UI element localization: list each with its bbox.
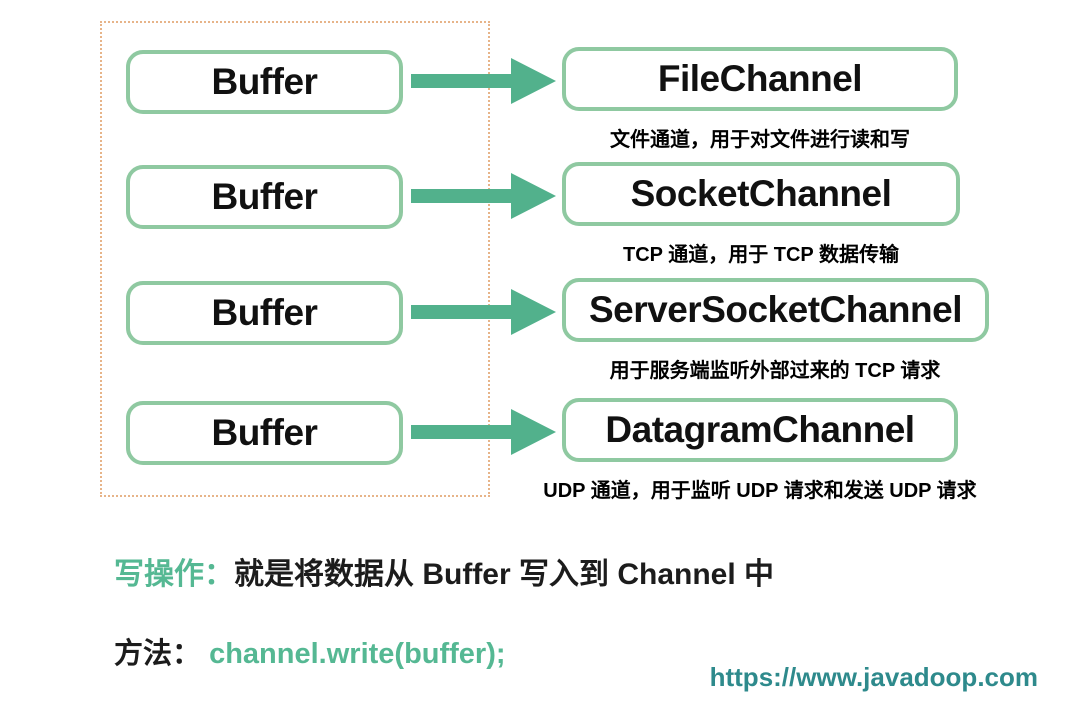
socketchannel-box: SocketChannel [562, 162, 960, 226]
right-arrow-icon [411, 289, 556, 335]
channel-label: SocketChannel [630, 173, 892, 214]
buffer-label: Buffer [211, 176, 318, 217]
buffer-box: Buffer [126, 165, 403, 229]
buffer-box: Buffer [126, 401, 403, 465]
channel-caption: 文件通道，用于对文件进行读和写 [610, 129, 910, 151]
buffer-label: Buffer [211, 292, 318, 333]
channel-caption: TCP 通道，用于 TCP 数据传输 [623, 244, 899, 266]
flow-row-serversocketchannel: Buffer ServerSocketChannel 用于服务端监听外部过来的 … [0, 278, 1084, 382]
right-arrow-icon [411, 173, 556, 219]
right-arrow-icon [411, 58, 556, 104]
serversocketchannel-box: ServerSocketChannel [562, 278, 989, 342]
filechannel-box: FileChannel [562, 47, 958, 111]
buffer-label: Buffer [211, 61, 318, 102]
flow-row-filechannel: Buffer FileChannel 文件通道，用于对文件进行读和写 [0, 47, 1084, 151]
flow-row-socketchannel: Buffer SocketChannel TCP 通道，用于 TCP 数据传输 [0, 162, 1084, 266]
site-url: https://www.javadoop.com [709, 662, 1038, 692]
right-arrow-icon [411, 409, 556, 455]
buffer-box: Buffer [126, 50, 403, 114]
write-note-text: 就是将数据从 Buffer 写入到 Channel 中 [234, 558, 775, 591]
method-note-label: 方法： [114, 638, 202, 670]
buffer-box: Buffer [126, 281, 403, 345]
buffer-label: Buffer [211, 412, 318, 453]
write-note-label: 写操作： [114, 558, 234, 591]
channel-label: DatagramChannel [605, 409, 915, 450]
datagramchannel-box: DatagramChannel [562, 398, 958, 462]
flow-row-datagramchannel: Buffer DatagramChannel UDP 通道，用于监听 UDP 请… [0, 398, 1084, 502]
method-note: 方法： channel.write(buffer); [114, 630, 506, 672]
buffer-group-outline [100, 21, 490, 497]
channel-caption: UDP 通道，用于监听 UDP 请求和发送 UDP 请求 [543, 480, 977, 502]
channel-label: ServerSocketChannel [588, 289, 963, 330]
channel-caption: 用于服务端监听外部过来的 TCP 请求 [609, 360, 941, 382]
write-operation-note: 写操作：就是将数据从 Buffer 写入到 Channel 中 [114, 549, 774, 593]
method-note-code: channel.write(buffer); [209, 638, 506, 670]
channel-label: FileChannel [657, 58, 863, 99]
